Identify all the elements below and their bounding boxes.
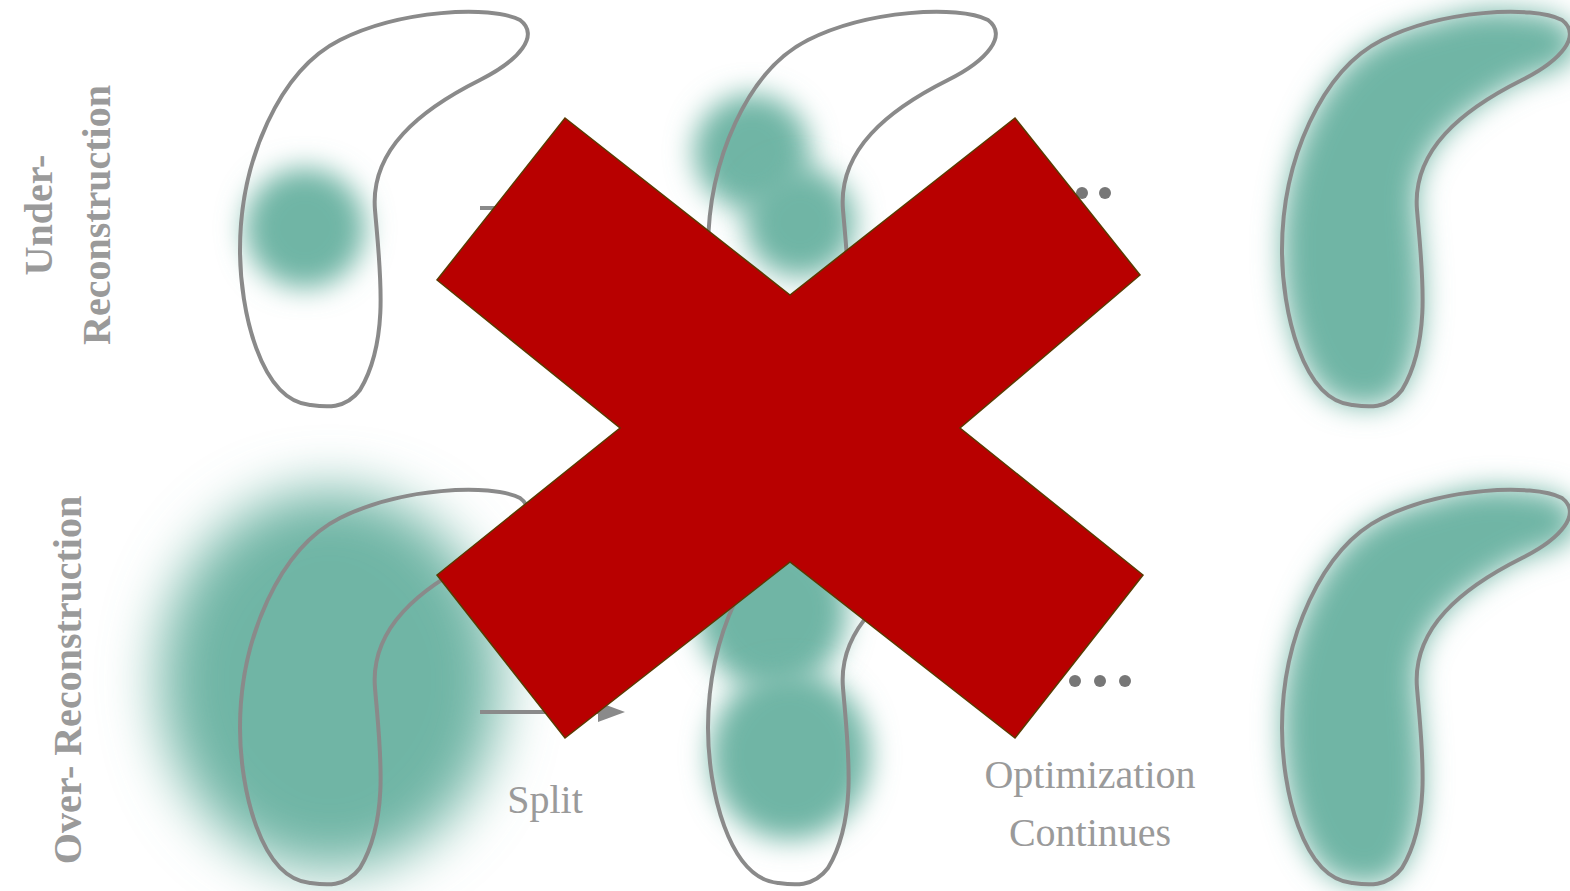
step-label: Split bbox=[445, 771, 645, 829]
shape-outline bbox=[240, 12, 1570, 885]
row-label: Under- Reconstruction bbox=[10, 25, 126, 405]
red-cross bbox=[437, 118, 1143, 738]
row-label: Over- Reconstruction bbox=[39, 490, 97, 870]
step-label: Optimization Continues bbox=[920, 746, 1260, 862]
